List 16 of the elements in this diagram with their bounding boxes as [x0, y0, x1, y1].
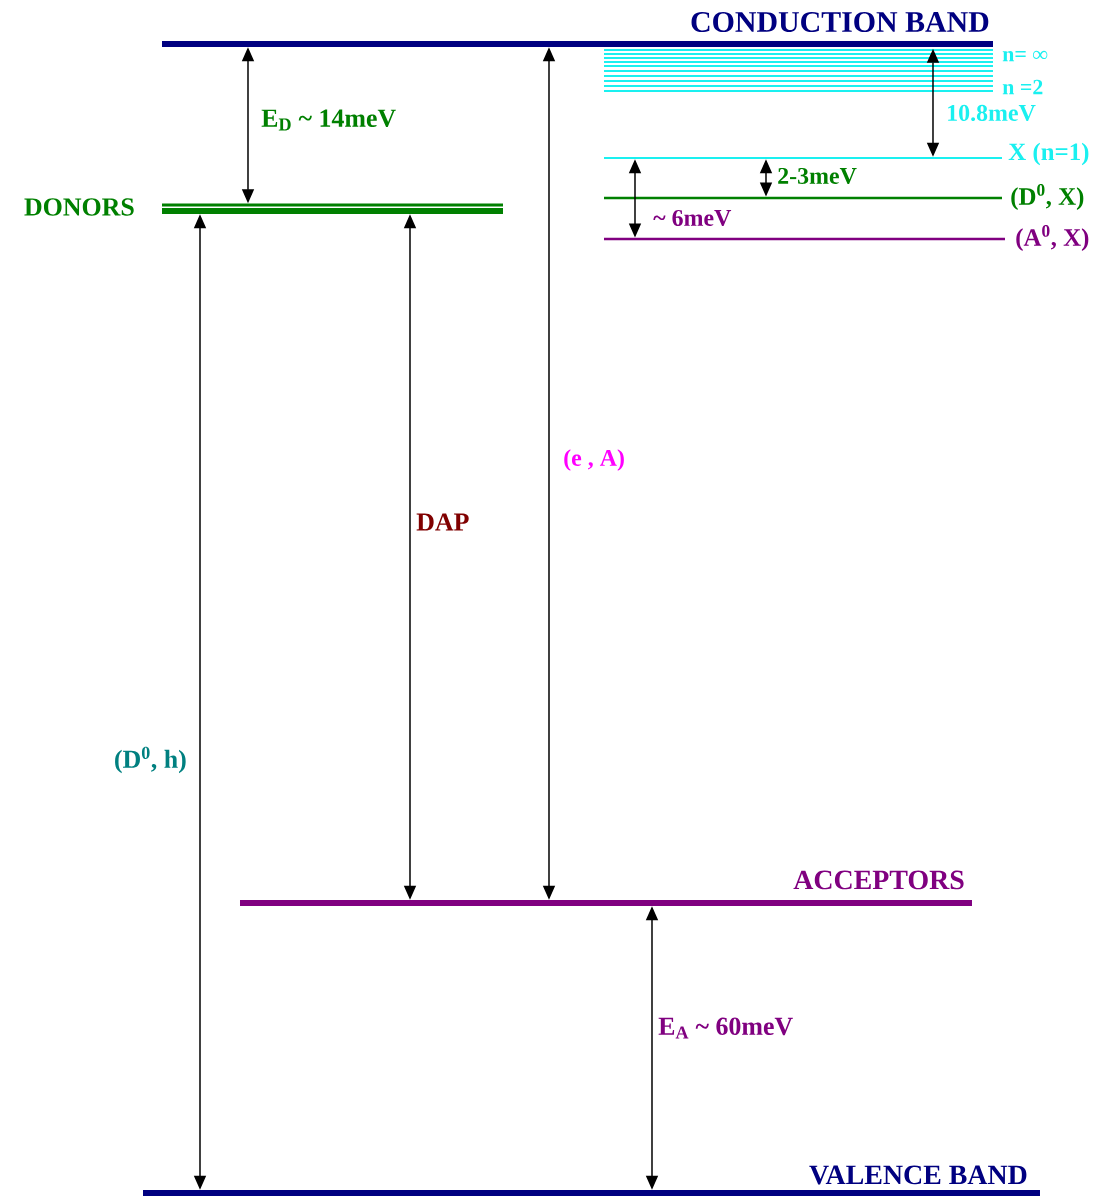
edge-label: DAP — [415, 512, 471, 532]
edge-label: E$_{D}$ ~ 14meV — [260, 108, 398, 132]
exciton-continuum-lines: n= ∞ n =2 — [604, 49, 1048, 95]
edge-label: (e , A) — [562, 448, 626, 472]
energy-level-line: (A$^{0}$, X) — [604, 225, 1089, 251]
valence-band-line: VALENCE BAND — [143, 1165, 1040, 1196]
edge-label: (D$^{0}$, h) — [112, 745, 188, 775]
acceptor-level-line: ACCEPTORS — [240, 870, 972, 906]
donor-level-line: DONORS — [24, 198, 503, 216]
energy-level-line: X (n=1) — [604, 142, 1089, 166]
energy-level-line: (D$^{0}$, X) — [604, 184, 1084, 210]
edge-label: E$_{A}$ ~ 60meV — [657, 1016, 795, 1040]
edge-label: ~ 6meV — [652, 208, 733, 228]
edge-label: 10.8meV — [945, 103, 1037, 123]
conduction-band-line: CONDUCTION BAND — [162, 11, 993, 47]
edge-label: 2-3meV — [776, 166, 858, 186]
